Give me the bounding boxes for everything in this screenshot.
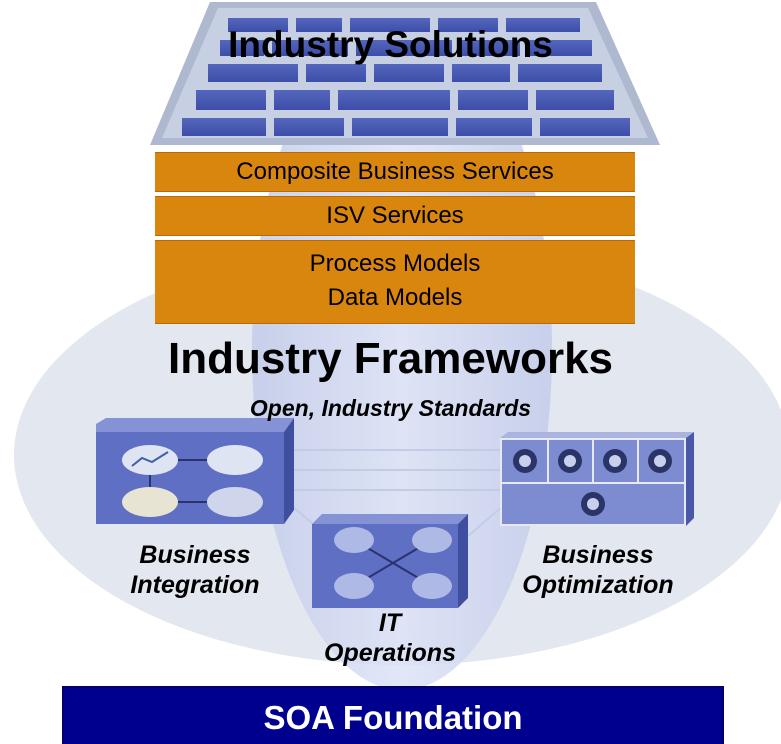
industry-frameworks-subtitle: Open, Industry Standards bbox=[249, 395, 532, 421]
business-integration-line1: Business bbox=[139, 541, 251, 569]
soa-foundation-bar bbox=[62, 686, 724, 744]
business-optimization-line1: Business bbox=[542, 541, 654, 569]
business-integration-line2: Integration bbox=[130, 571, 260, 599]
business-integration-caption: Business Integration bbox=[100, 540, 290, 600]
data-models-label: Data Models bbox=[327, 284, 463, 311]
industry-solutions-title: Industry Solutions bbox=[228, 24, 553, 65]
soa-foundation-label: SOA Foundation bbox=[263, 699, 523, 736]
solutions-grid-icon bbox=[150, 2, 660, 145]
layer-models: Process Models Data Models bbox=[155, 240, 635, 324]
layer-composite-business-services: Composite Business Services bbox=[155, 152, 635, 192]
business-optimization-icon bbox=[500, 432, 694, 526]
industry-frameworks-title: Industry Frameworks bbox=[167, 334, 614, 383]
business-optimization-line2: Optimization bbox=[522, 571, 674, 599]
it-operations-caption: IT Operations bbox=[300, 608, 480, 668]
layer-isv-services: ISV Services bbox=[155, 196, 635, 236]
it-operations-line1: IT bbox=[378, 609, 402, 637]
process-models-label: Process Models bbox=[309, 250, 481, 277]
business-optimization-caption: Business Optimization bbox=[488, 540, 708, 600]
business-integration-icon bbox=[96, 418, 294, 524]
it-operations-line2: Operations bbox=[324, 639, 456, 667]
it-operations-icon bbox=[312, 514, 468, 608]
connector-lines bbox=[284, 449, 520, 561]
